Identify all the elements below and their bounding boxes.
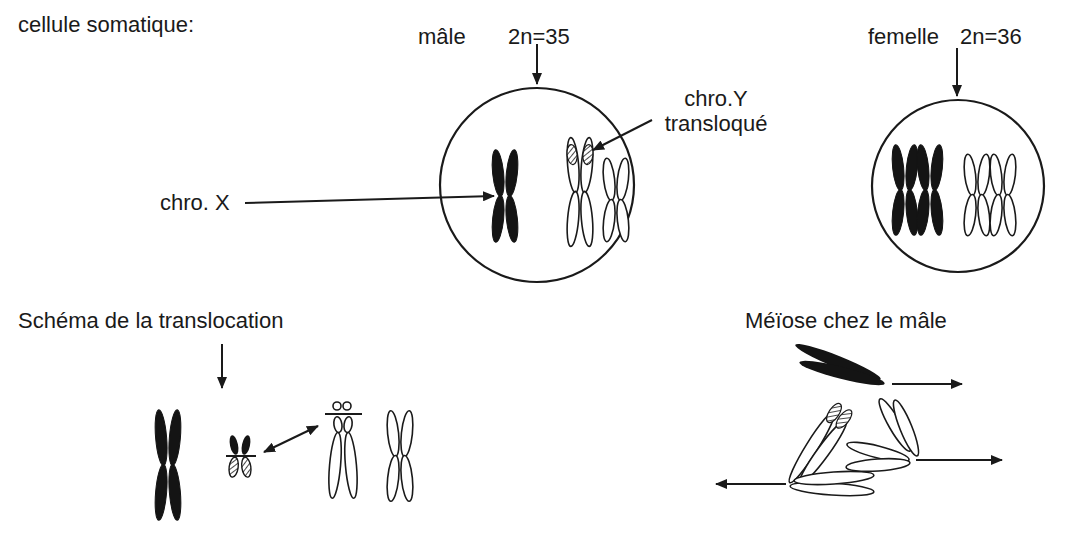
chromosome-label: chro.Y transloqué [655,86,777,136]
translocation-scheme [153,344,415,521]
male-cell [245,44,652,282]
section-heading: Schéma de la translocation [18,308,283,333]
sex-label: femelle [868,24,939,49]
meiosis-trivalent [716,339,1002,498]
chromosome-count: 2n=36 [960,24,1022,49]
sex-label: mâle [418,24,466,49]
chromosome-label: chro. X [160,190,230,215]
section-heading: Méïose chez le mâle [745,308,947,333]
female-cell [872,48,1044,272]
section-heading: cellule somatique: [18,12,194,37]
chromosome-count: 2n=35 [508,24,570,49]
